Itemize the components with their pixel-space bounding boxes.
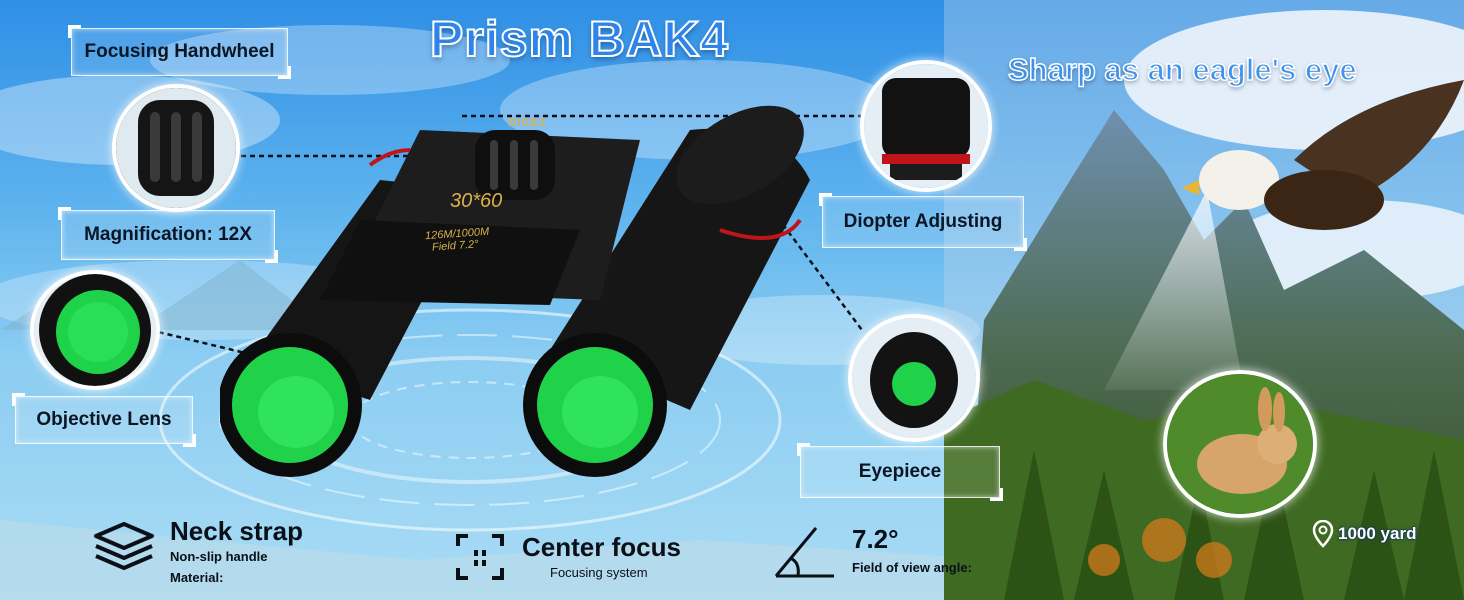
rabbit-closeup bbox=[1163, 370, 1317, 518]
feature-fov-value: 7.2° bbox=[852, 524, 899, 554]
feature-neck-strap-material: Material: bbox=[170, 570, 224, 585]
headline-prism-bak4: Prism BAK4 bbox=[429, 10, 729, 68]
objective-lens-closeup bbox=[30, 270, 160, 390]
angle-icon bbox=[774, 527, 834, 578]
eyepiece-closeup bbox=[848, 314, 980, 442]
feature-fov-label: Field of view angle: bbox=[852, 560, 972, 575]
rabbit-icon bbox=[1167, 374, 1313, 514]
eyepiece-icon bbox=[852, 318, 976, 438]
distance-badge-text: 1000 yard bbox=[1338, 524, 1417, 543]
callout-eyepiece: Eyepiece bbox=[797, 443, 1003, 501]
handwheel-icon bbox=[116, 88, 236, 208]
callout-magnification: Magnification: 12X bbox=[58, 207, 278, 263]
binoculars-product-image bbox=[220, 105, 810, 477]
layers-icon bbox=[94, 522, 154, 570]
callout-diopter-adjusting: Diopter Adjusting bbox=[819, 193, 1027, 251]
feature-neck-strap-title: Neck strap bbox=[170, 516, 303, 546]
feature-center-focus-title: Center focus bbox=[522, 532, 681, 562]
binocular-brand-marking: DIGEZ bbox=[508, 117, 547, 129]
callout-focusing-handwheel: Focusing Handwheel bbox=[68, 25, 291, 79]
feature-neck-strap-subtitle: Non-slip handle bbox=[170, 549, 268, 564]
focusing-handwheel-closeup bbox=[112, 84, 240, 212]
lens-icon bbox=[34, 274, 156, 386]
slogan-text: Sharp as an eagle's eye bbox=[1007, 51, 1357, 88]
distance-badge: 1000 yard bbox=[1312, 520, 1416, 548]
diopter-ring-icon bbox=[864, 64, 988, 188]
feature-center-focus-subtitle: Focusing system bbox=[550, 565, 648, 580]
callout-objective-lens: Objective Lens bbox=[12, 393, 196, 447]
location-pin-icon bbox=[1312, 520, 1334, 548]
focus-frame-icon bbox=[456, 534, 504, 580]
diopter-closeup bbox=[860, 60, 992, 192]
binocular-model-marking: 30*60 bbox=[450, 190, 503, 212]
